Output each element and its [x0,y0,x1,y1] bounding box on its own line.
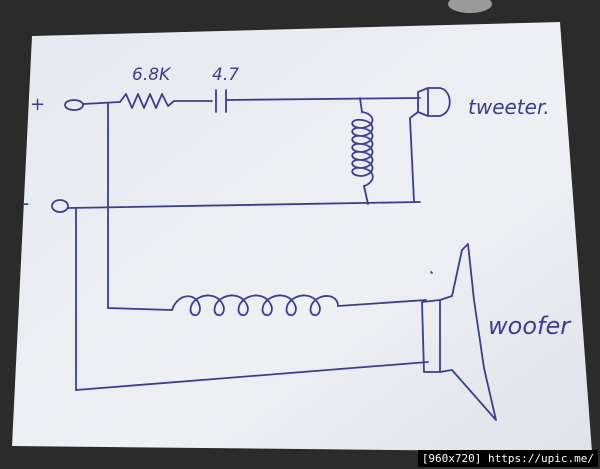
plus-terminal-label: + [30,94,45,115]
tweeter-feed-wire [225,97,421,101]
woofer-label: woofer [488,312,572,340]
tweeter-return-wire [409,111,419,203]
paper-sheet [12,22,592,452]
resistor-label: 6.8K [132,65,172,85]
tweeter-inductor-ground-lead [363,185,369,205]
tweeter-shunt-inductor [351,111,374,187]
minus-terminal-circle [51,199,69,213]
capacitor-symbol [215,89,227,113]
tweeter-label: tweeter. [468,95,550,119]
plus-input-wire [82,101,121,105]
minus-terminal-label: - [22,191,29,215]
woofer-series-inductor [171,294,339,317]
capacitor-label: 4.7 [212,65,239,85]
object-top-right [448,0,492,13]
ground-bus-wire [67,201,421,209]
upic-watermark: [960x720] https://upic.me/ [417,450,598,467]
plus-terminal-circle [64,99,84,111]
stray-ink-mark [430,271,433,274]
woofer-feed-wire [107,307,173,311]
resistor-symbol [119,93,213,109]
woofer-return-wire [75,361,429,391]
tweeter-symbol [417,87,451,117]
tweeter-inductor-lead [359,97,363,113]
woofer-cone [439,243,497,421]
woofer-inductor-out-wire [337,299,427,307]
